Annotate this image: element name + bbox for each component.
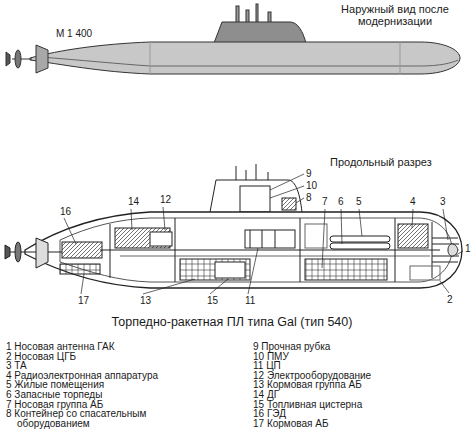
callout-number: 17: [78, 295, 89, 306]
key-entry: 16 ГЭД: [253, 409, 474, 419]
forward-battery: [305, 259, 387, 280]
callout-number: 10: [306, 180, 317, 191]
callout-number: 16: [60, 206, 71, 217]
callout-number: 13: [140, 295, 151, 306]
fuel-tank: [215, 262, 245, 278]
title: Торпедно-ракетная ПЛ типа Gal (тип 540): [112, 316, 353, 330]
callout-number: 8: [306, 192, 312, 203]
control-room: [245, 230, 295, 248]
key-entry: 15 Топливная цистерна: [253, 400, 474, 410]
key-entry: 5 Жилые помещения: [6, 380, 207, 390]
callout-number: 5: [356, 196, 362, 207]
callout-number: 11: [245, 295, 255, 306]
rescue-container: [282, 198, 296, 210]
callout-number: 9: [306, 168, 312, 179]
bow-ballast-tank: [410, 266, 440, 280]
sonar-array: [448, 244, 458, 256]
key-entry: 10 ПМУ: [253, 352, 474, 362]
key-entry: 4 Радиоэлектронная аппаратура: [6, 371, 207, 381]
leader-lines: [64, 174, 463, 294]
callout-number: 15: [207, 295, 218, 306]
key-entry: 8 Контейнер со спасательным оборудование…: [6, 409, 207, 429]
callout-number: 4: [410, 196, 416, 207]
callout-number: 2: [447, 294, 453, 305]
callout-number: 3: [440, 196, 446, 207]
view-label: Наружный вид после модернизации: [330, 3, 460, 27]
key-entry: 14 ДГ: [253, 390, 474, 400]
key-entry: 12 Электрооборудование: [253, 371, 474, 381]
key-entry: 9 Прочная рубка: [253, 342, 474, 352]
key-entry: 1 Носовая антенна ГАК: [6, 342, 207, 352]
conning-tower: [240, 186, 270, 212]
key-entry: 3 ТА: [6, 361, 207, 371]
external-view: [6, 4, 460, 74]
key-entry: 2 Носовая ЦГБ: [6, 352, 207, 362]
view-label: Продольный разрез: [330, 156, 432, 168]
callout-number: 6: [338, 196, 344, 207]
callout-number: 7: [322, 196, 328, 207]
aft-battery: [180, 259, 250, 280]
callout-number: 14: [128, 196, 139, 207]
section-view: [5, 164, 462, 288]
callout-number: 12: [160, 194, 171, 205]
key-entry: 13 Кормовая группа АБ: [253, 380, 474, 390]
view-label: М 1 400: [56, 28, 92, 39]
key-entry: 6 Запасные торпеды: [6, 390, 207, 400]
propulsion-motor: [62, 242, 102, 258]
callout-number: 1: [465, 243, 471, 254]
hull-outline: [25, 212, 462, 288]
electronics: [398, 224, 428, 248]
key-entry: 7 Носовая группа АБ: [6, 400, 207, 410]
key-entry: 17 Кормовая АБ: [253, 419, 474, 429]
key-entry: 11 ЦП: [253, 361, 474, 371]
